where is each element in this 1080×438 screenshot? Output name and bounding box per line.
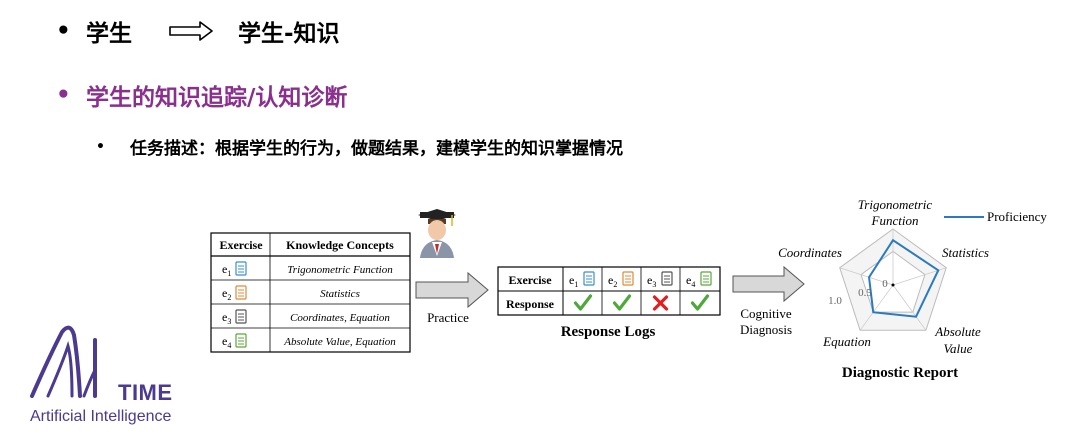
- response-logs-table: Exercise Response e1 e2 e3 e4: [497, 266, 721, 316]
- radar-axis-line: [859, 284, 894, 331]
- table-concept-cell: Statistics: [320, 288, 360, 300]
- table-exercise-label: e2: [222, 286, 231, 302]
- cross-icon: [652, 295, 669, 311]
- bullet-knowledge-tracing-label: 学生的知识追踪/认知诊断: [86, 85, 348, 111]
- response-row-exercise-label: Exercise: [508, 273, 552, 287]
- bullet-student-knowledge: • 学生 学生-知识: [56, 14, 340, 48]
- response-exercise-label: e2: [608, 273, 617, 289]
- exercise-doc-icon: [622, 271, 634, 286]
- radar-axis-label: Statistics: [942, 245, 989, 260]
- response-exercise-label: e3: [647, 273, 656, 289]
- bullet-dot: •: [56, 18, 71, 44]
- radar-chart: 0 0.5 1.0 TrigonometricFunctionStatisticsAb…: [778, 197, 989, 356]
- exercise-doc-icon: [235, 333, 247, 348]
- practice-arrow: [415, 271, 489, 309]
- check-icon: [573, 294, 593, 311]
- bullet-knowledge-tracing: • 学生的知识追踪/认知诊断: [56, 78, 347, 112]
- exercise-doc-icon: [700, 271, 712, 286]
- exercise-doc-icon: [583, 271, 595, 286]
- bullet-dot: •: [96, 138, 105, 155]
- radar-axis-label: Function: [871, 213, 919, 228]
- bullet-dot: •: [56, 82, 71, 108]
- table-exercise-label: e1: [222, 262, 231, 278]
- response-logs-title: Response Logs: [561, 324, 656, 340]
- bullet-task-description: • 任务描述：根据学生的行为，做题结果，建模学生的知识掌握情况: [96, 134, 623, 160]
- bullet-student-knowledge-label: 学生-知识: [238, 21, 340, 47]
- radar-tick-label: 1.0: [828, 295, 842, 307]
- check-icon: [690, 294, 710, 311]
- exercise-doc-icon: [235, 285, 247, 300]
- response-row-response-label: Response: [506, 297, 555, 311]
- knowledge-concept-table: Exercise Knowledge Concepts e1 Trigonomet…: [210, 232, 411, 353]
- bullet-student-label: 学生: [86, 21, 132, 47]
- diagnostic-report-title: Diagnostic Report: [842, 365, 958, 381]
- table-concept-cell: Coordinates, Equation: [290, 312, 390, 324]
- table-exercise-label: e3: [222, 310, 231, 326]
- logo-subtitle: Artificial Intelligence: [30, 408, 172, 425]
- radar-axis-line: [892, 284, 927, 331]
- exercise-doc-icon: [661, 271, 673, 286]
- diagnosis-arrow: [732, 265, 805, 303]
- radar-axis-line: [839, 267, 894, 286]
- aitime-logo-mark: [30, 325, 97, 398]
- radar-axis-label: Absolute: [934, 324, 981, 339]
- response-exercise-label: e1: [569, 273, 578, 289]
- practice-label: Practice: [427, 310, 469, 325]
- diagnosis-label: Diagnosis: [740, 322, 792, 337]
- bullet-task-description-label: 任务描述：根据学生的行为，做题结果，建模学生的知识掌握情况: [130, 139, 623, 159]
- check-icon: [612, 294, 632, 311]
- legend-label: Proficiency: [987, 209, 1047, 224]
- logo-time-text: TIME: [118, 380, 173, 405]
- radar-axis-label: Equation: [822, 334, 871, 349]
- exercise-doc-icon: [235, 309, 247, 324]
- radar-axis-label: Value: [944, 341, 973, 356]
- student-graduate-icon: [418, 209, 456, 258]
- radar-tick-label: 0: [882, 278, 888, 290]
- cognitive-label: Cognitive: [740, 306, 792, 321]
- table-exercise-label: e4: [222, 334, 231, 350]
- table-concept-cell: Trigonometric Function: [287, 264, 393, 276]
- radar-tick-label: 0.5: [858, 287, 872, 299]
- radar-axis-label: Coordinates: [778, 245, 842, 260]
- table-header-concepts: Knowledge Concepts: [286, 238, 394, 252]
- radar-center-dot: [891, 283, 895, 287]
- radar-axis-label: Trigonometric: [858, 197, 933, 212]
- table-header-exercise: Exercise: [219, 238, 263, 252]
- table-concept-cell: Absolute Value, Equation: [283, 336, 396, 348]
- exercise-doc-icon: [235, 261, 247, 276]
- proficiency-series: [867, 238, 940, 318]
- response-exercise-label: e4: [686, 273, 695, 289]
- double-arrow-icon: [169, 21, 213, 41]
